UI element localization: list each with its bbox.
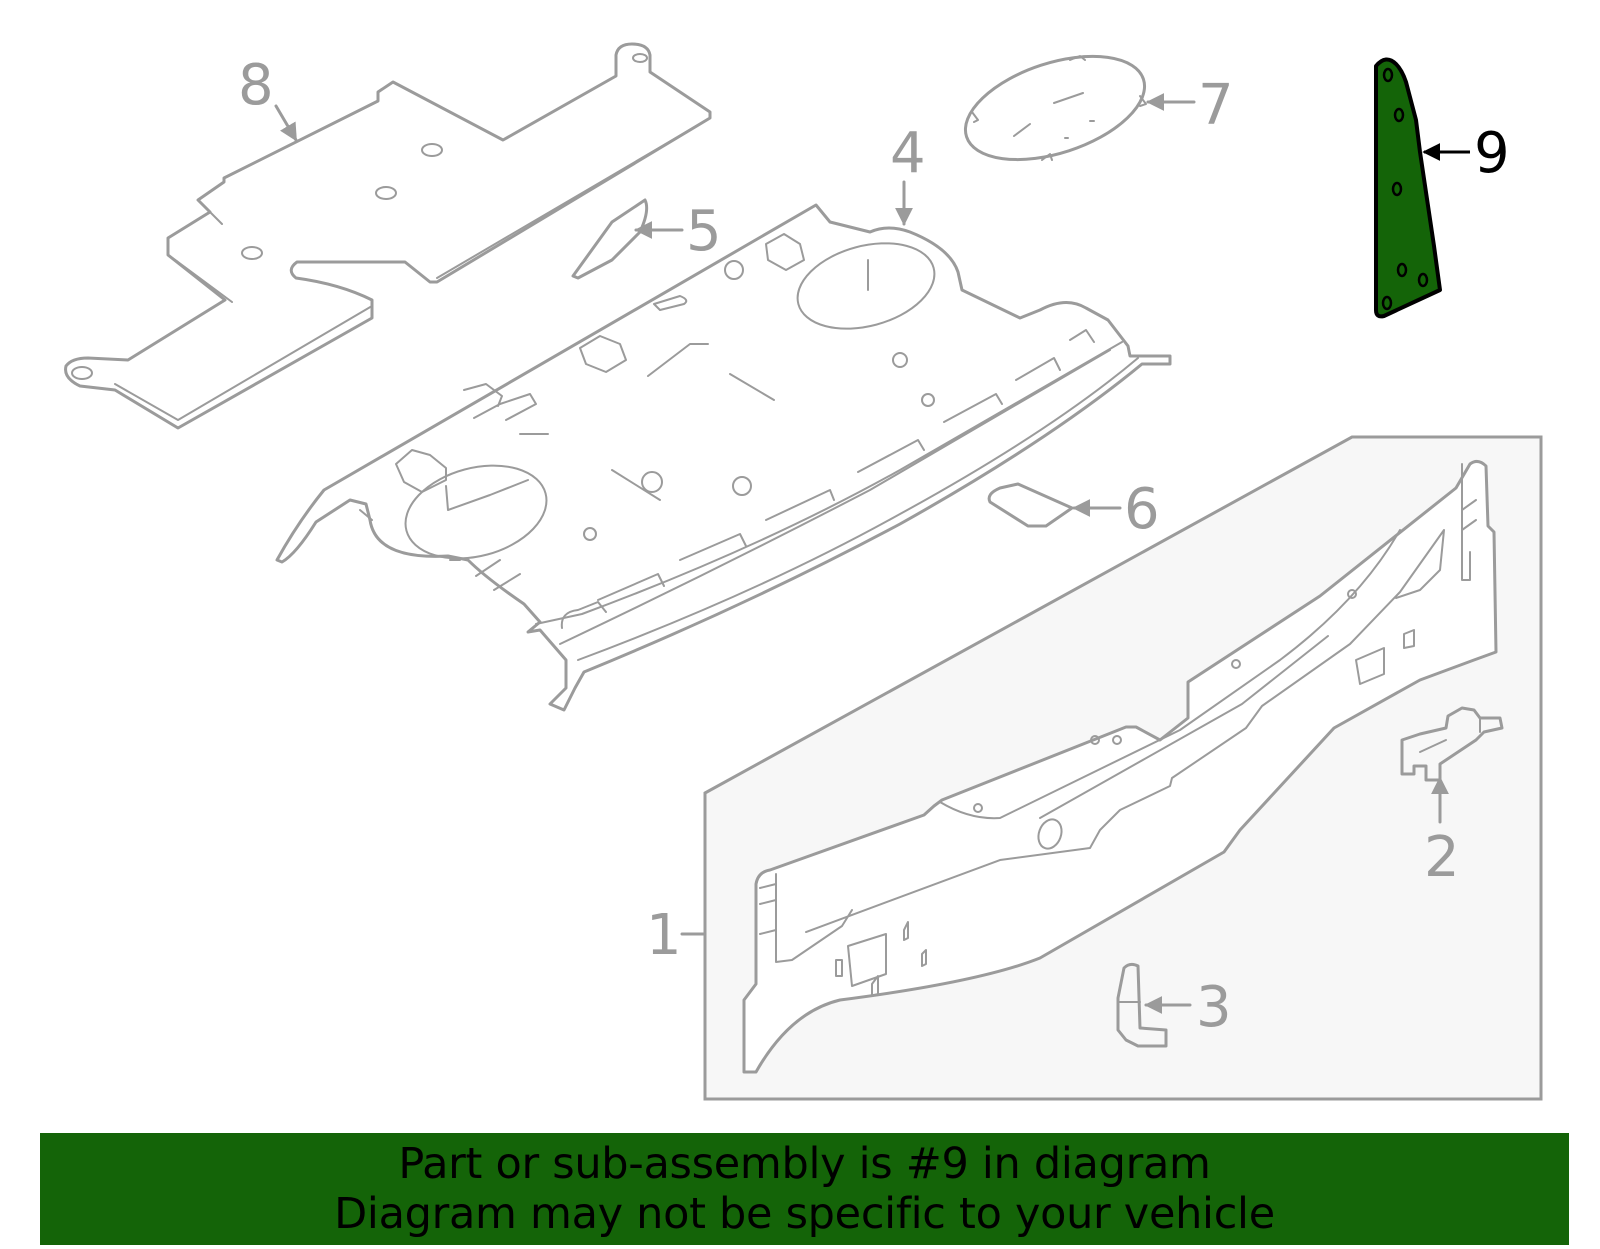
- part-5-shape[interactable]: [571, 198, 649, 280]
- part-8-shape[interactable]: [64, 42, 712, 430]
- callout-8[interactable]: 8: [238, 53, 274, 118]
- banner-part-line: Part or sub-assembly is #9 in diagram: [398, 1139, 1211, 1189]
- part-3-shape[interactable]: [1116, 962, 1168, 1048]
- part-4-shape[interactable]: [275, 203, 1172, 712]
- part-9-shape[interactable]: [1374, 57, 1442, 319]
- part-1-shape[interactable]: [742, 459, 1498, 1074]
- info-banner: Part or sub-assembly is #9 in diagram Di…: [40, 1133, 1569, 1245]
- callout-5[interactable]: 5: [686, 199, 722, 264]
- callout-7[interactable]: 7: [1198, 73, 1234, 138]
- callout-6[interactable]: 6: [1124, 477, 1160, 542]
- info-banner-background: [40, 1133, 1569, 1245]
- part-7-shape[interactable]: [953, 36, 1158, 179]
- callout-9[interactable]: 9: [1474, 121, 1510, 186]
- callout-leaders: [274, 93, 1470, 1014]
- banner-disclaimer-line: Diagram may not be specific to your vehi…: [334, 1189, 1275, 1239]
- callout-2[interactable]: 2: [1424, 825, 1460, 890]
- callout-4[interactable]: 4: [890, 121, 926, 186]
- part-2-shape[interactable]: [1400, 706, 1504, 782]
- callout-3[interactable]: 3: [1196, 975, 1232, 1040]
- part-6-shape[interactable]: [987, 482, 1074, 528]
- callout-1[interactable]: 1: [646, 903, 682, 968]
